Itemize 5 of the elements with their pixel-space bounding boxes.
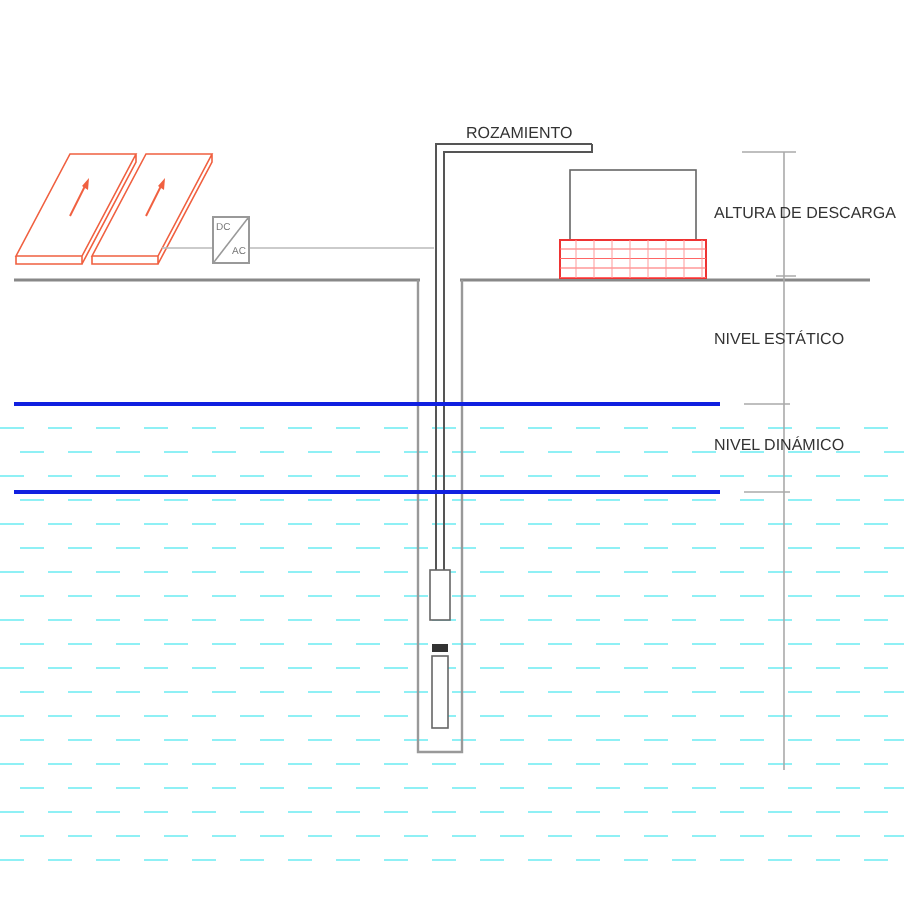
inverter-box bbox=[212, 216, 250, 264]
dynamic-level-label: NIVEL DINÁMICO bbox=[714, 436, 845, 456]
static-level-label: NIVEL ESTÁTICO bbox=[714, 330, 845, 350]
discharge-height-label: ALTURA DE DESCARGA bbox=[714, 204, 896, 224]
friction-label: ROZAMIENTO bbox=[466, 124, 573, 144]
